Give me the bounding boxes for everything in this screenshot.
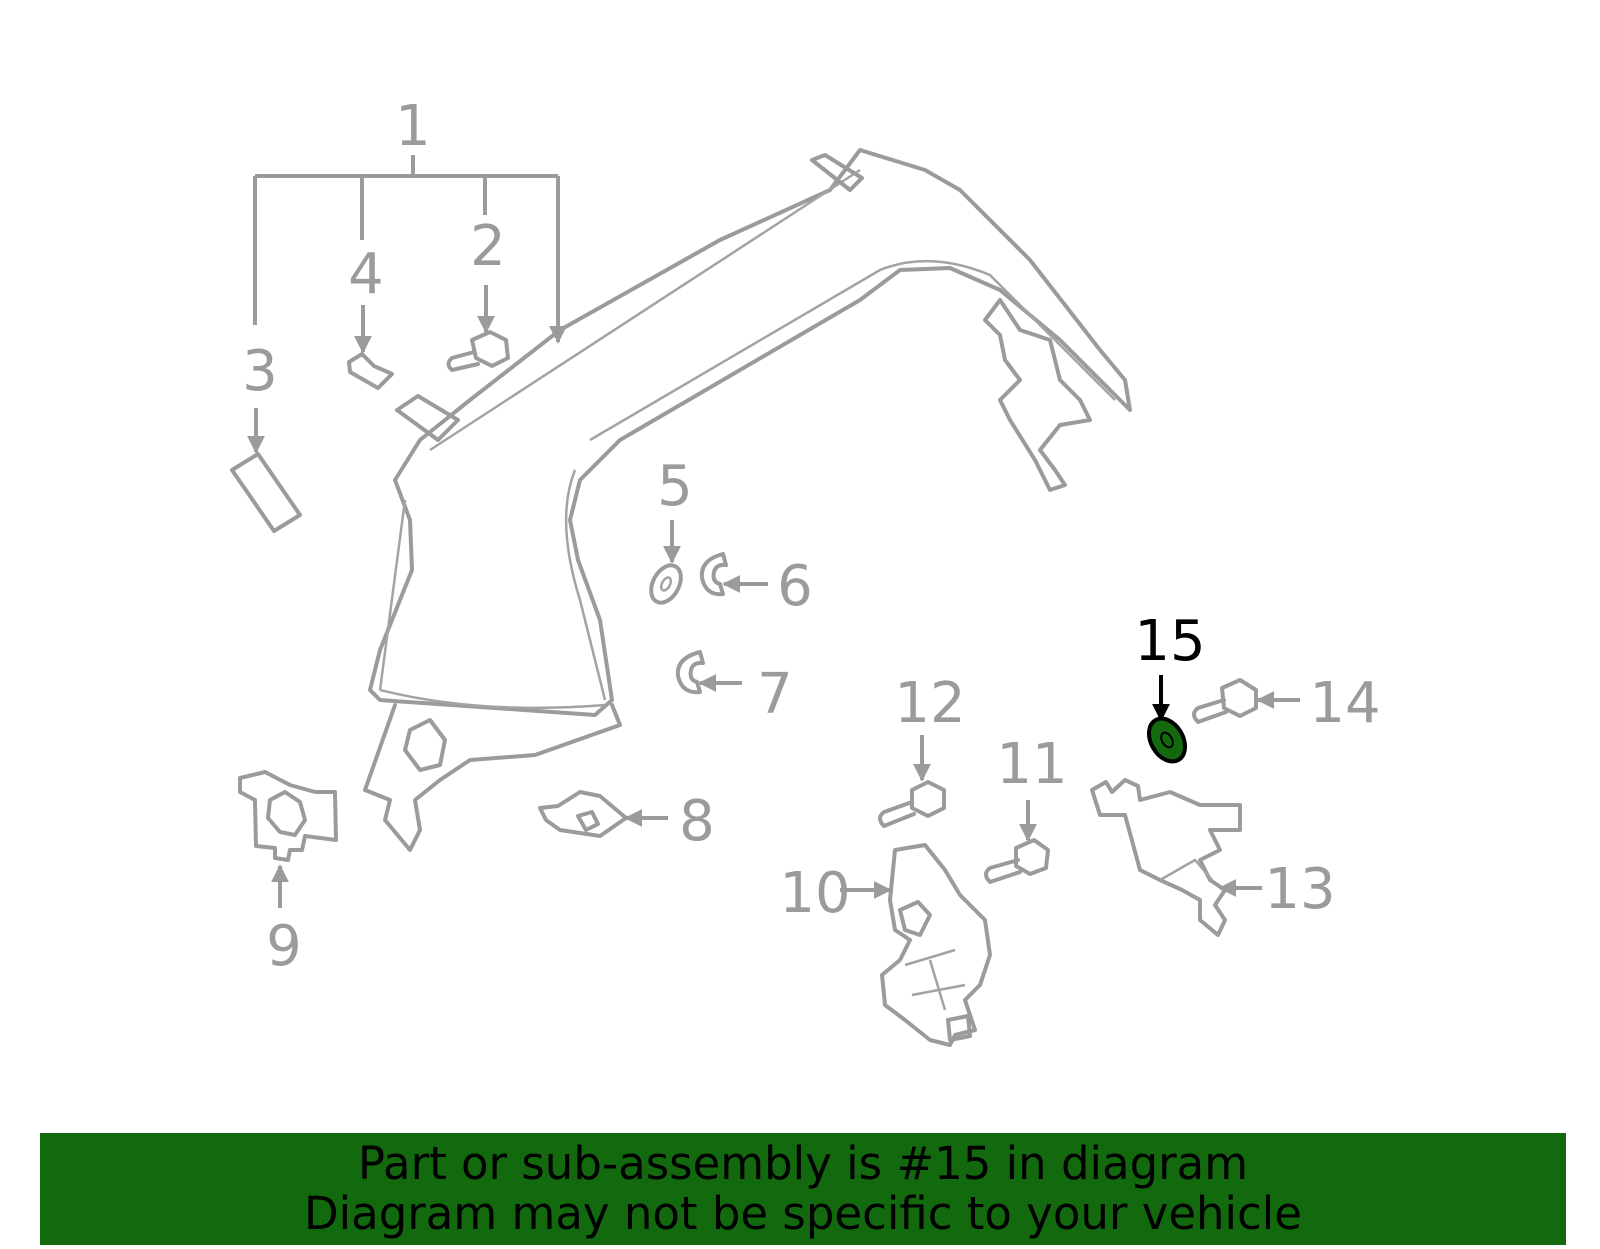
banner-line-1: Part or sub-assembly is #15 in diagram — [357, 1137, 1249, 1190]
bolt-part-14[interactable]: 14 — [1192, 671, 1381, 736]
callout-label-4: 4 — [348, 242, 384, 307]
washer-part-15-highlighted[interactable]: 15 — [1134, 609, 1206, 768]
callout-label-6: 6 — [777, 554, 813, 619]
callout-label-9: 9 — [266, 914, 302, 979]
banner-line-2: Diagram may not be specific to your vehi… — [304, 1187, 1302, 1240]
callout-label-7: 7 — [757, 662, 793, 727]
callout-label-3: 3 — [242, 339, 278, 404]
callout-label-8: 8 — [679, 789, 715, 854]
bolt-part-2[interactable]: 2 — [446, 214, 510, 372]
bracket-part-8[interactable]: 8 — [538, 789, 715, 854]
callout-label-13: 13 — [1264, 857, 1335, 922]
clip-part-6[interactable]: 6 — [699, 552, 813, 619]
bolt-part-12[interactable]: 12 — [878, 671, 966, 828]
callout-label-15: 15 — [1134, 609, 1205, 674]
callout-label-14: 14 — [1309, 671, 1380, 736]
bolt-part-11[interactable]: 11 — [984, 732, 1068, 884]
callout-label-12: 12 — [894, 671, 965, 736]
quarter-panel-part-1[interactable] — [363, 148, 1132, 852]
callout-label-11: 11 — [996, 732, 1067, 797]
info-banner: Part or sub-assembly is #15 in diagram D… — [40, 1133, 1566, 1245]
bracket-part-9[interactable]: 9 — [238, 770, 338, 979]
callout-label-2: 2 — [470, 214, 506, 279]
callout-label-5: 5 — [657, 454, 693, 519]
washer-part-5[interactable]: 5 — [645, 454, 693, 608]
callout-1-bracket: 1 — [253, 94, 567, 344]
clip-part-7[interactable]: 7 — [675, 650, 793, 727]
pad-part-3[interactable]: 3 — [230, 339, 302, 533]
bracket-part-10[interactable]: 10 — [779, 843, 992, 1047]
callout-label-10: 10 — [779, 861, 850, 926]
bracket-part-13[interactable]: 13 — [1090, 778, 1336, 937]
clip-part-4[interactable]: 4 — [347, 242, 394, 390]
callout-label-1: 1 — [395, 94, 431, 159]
